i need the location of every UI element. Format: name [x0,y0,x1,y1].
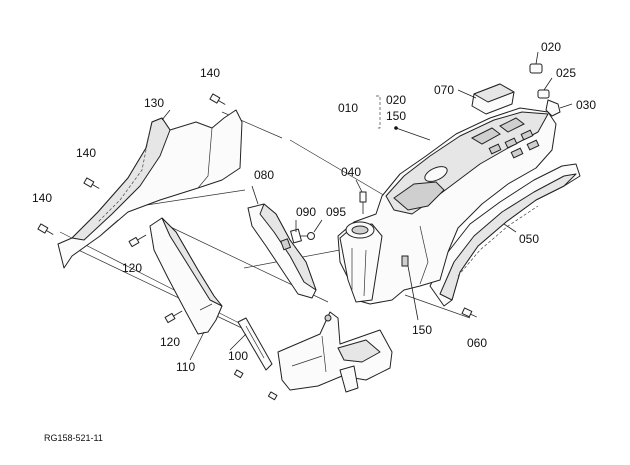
bolt-120-a [128,234,147,248]
bolt-060 [461,307,478,318]
part-100-bracket [237,317,273,371]
callout-050: 050 [519,232,539,246]
callout-060: 060 [467,336,487,350]
callout-labels: 140 130 140 140 120 120 110 100 080 090 … [32,40,596,443]
callout-030: 030 [576,98,596,112]
part-070-cover-box [471,83,515,115]
callout-140-b: 140 [76,146,96,160]
drawing-reference-code: RG158-521-11 [44,433,103,443]
callout-110: 110 [176,360,195,374]
callout-020-b: 020 [541,40,561,54]
callout-100: 100 [228,349,248,363]
callout-140-c: 140 [32,191,52,205]
fasteners [37,93,478,401]
callout-020-a: 020 [386,93,406,107]
callout-025: 025 [556,66,576,80]
bolt-120-b [164,310,183,324]
callout-150-a: 150 [386,109,406,123]
bolt-100-a [233,369,244,379]
part-020-025-030-knobs [529,63,561,117]
callout-120-b: 120 [160,335,180,349]
bolt-100-b [267,391,278,401]
part-110-side-panel [149,217,223,335]
bolt-140-a [209,93,226,105]
callout-120-a: 120 [122,261,142,275]
leader-lines [161,51,573,361]
part-lower-bracket [277,311,393,393]
part-040-bolt [359,191,367,214]
callout-070: 070 [434,83,454,97]
bolt-140-c [37,223,54,235]
part-130-rear-cover [57,109,243,269]
callout-140-a: 140 [200,66,220,80]
part-050-fender-trim [429,163,581,307]
callout-150-b: 150 [412,323,432,337]
callout-095: 095 [326,205,346,219]
part-090-095-switch [290,228,315,244]
bolt-140-b [83,177,100,189]
callout-080: 080 [254,168,274,182]
part-080-front-cover [247,203,317,299]
callout-090: 090 [296,205,316,219]
part-010-console-housing [337,107,557,305]
callout-040: 040 [341,165,361,179]
callout-010: 010 [338,101,358,115]
callout-130: 130 [144,96,164,110]
